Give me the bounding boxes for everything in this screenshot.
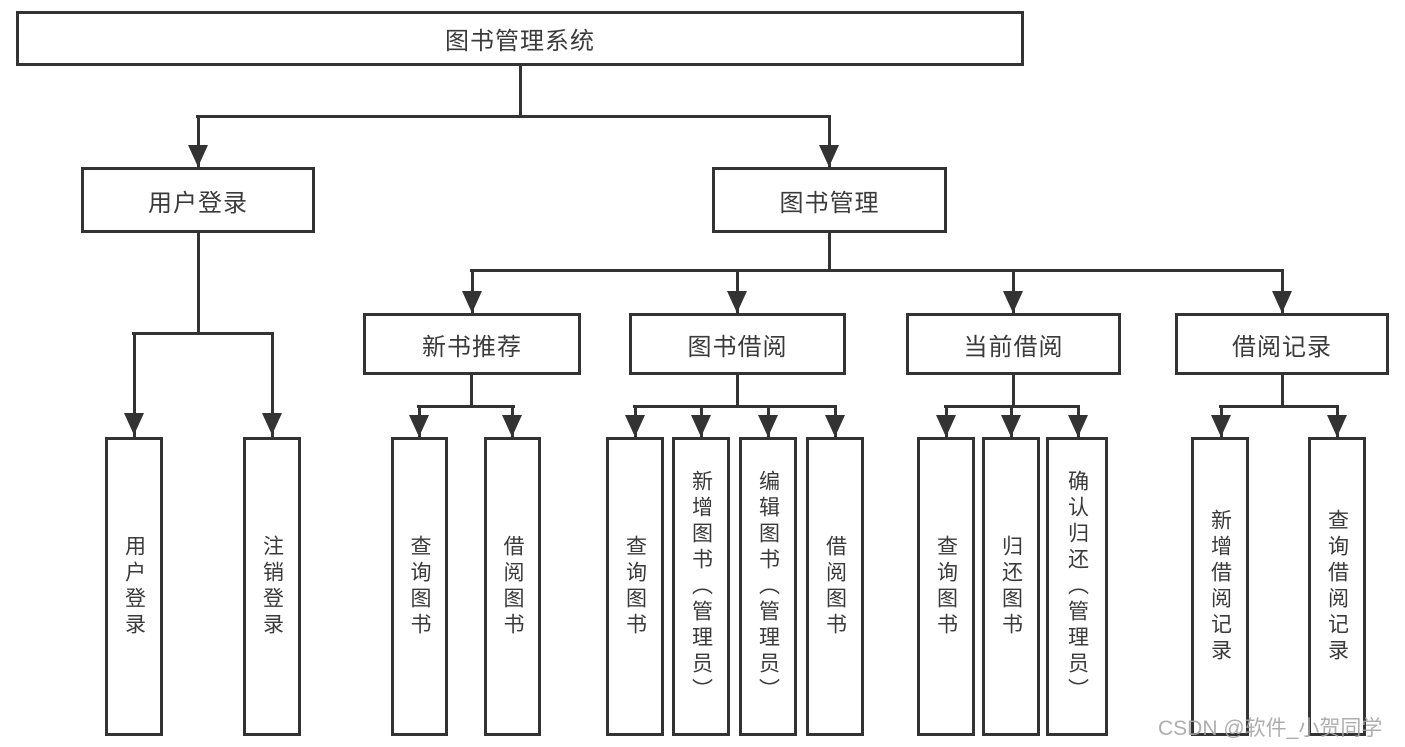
- arrow-down-icon: [1001, 415, 1021, 437]
- arrow-down-icon: [819, 145, 839, 167]
- arrow-down-icon: [1068, 415, 1088, 437]
- leaf-confirm-return-admin: 确认归还（管理员）: [1046, 437, 1108, 736]
- arrow-down-icon: [825, 415, 845, 437]
- connector-currentborrow-stem: [1012, 375, 1015, 408]
- arrow-down-icon: [188, 145, 208, 167]
- arrow-down-icon: [691, 415, 711, 437]
- arrow-down-icon: [625, 415, 645, 437]
- arrow-down-icon: [409, 415, 429, 437]
- connector-bookmgmt-rail: [470, 269, 1284, 272]
- connector-borrowrecords-stem: [1281, 375, 1284, 408]
- node-book-borrow: 图书借阅: [629, 313, 846, 375]
- arrow-down-icon: [1327, 415, 1347, 437]
- connector-root-stem: [519, 66, 522, 117]
- leaf-edit-book-admin: 编辑图书（管理员）: [739, 437, 797, 736]
- node-new-book-recommend: 新书推荐: [363, 313, 581, 375]
- connector-userlogin-stem: [197, 233, 200, 335]
- arrow-down-icon: [727, 291, 747, 313]
- arrow-down-icon: [1211, 415, 1231, 437]
- node-borrow-records: 借阅记录: [1175, 313, 1389, 375]
- leaf-query-books-recommend: 查询图书: [391, 437, 448, 736]
- connector-newbook-stem: [470, 375, 473, 408]
- arrow-down-icon: [124, 413, 144, 435]
- connector-newbook-rail: [417, 405, 515, 408]
- connector-borrowrecords-rail: [1219, 405, 1339, 408]
- leaf-borrow-books-recommend: 借阅图书: [484, 437, 541, 736]
- leaf-query-books-current: 查询图书: [917, 437, 975, 736]
- leaf-query-borrow-record: 查询借阅记录: [1308, 437, 1366, 736]
- connector-userlogin-rail: [132, 332, 274, 335]
- node-root: 图书管理系统: [16, 11, 1024, 66]
- arrow-down-icon: [1272, 291, 1292, 313]
- leaf-logout: 注销登录: [243, 437, 301, 736]
- node-user-login: 用户登录: [81, 167, 315, 233]
- leaf-add-borrow-record: 新增借阅记录: [1191, 437, 1249, 736]
- watermark: CSDN @软件_小贺同学: [1158, 717, 1383, 740]
- leaf-return-book: 归还图书: [982, 437, 1040, 736]
- leaf-user-login: 用户登录: [105, 437, 163, 736]
- connector-line: [197, 115, 200, 167]
- connector-line: [133, 332, 136, 437]
- arrow-down-icon: [758, 415, 778, 437]
- arrow-down-icon: [936, 415, 956, 437]
- arrow-down-icon: [502, 415, 522, 437]
- arrow-down-icon: [262, 413, 282, 435]
- connector-root-rail: [196, 115, 831, 118]
- node-book-management: 图书管理: [712, 167, 947, 233]
- connector-bookmgmt-stem: [828, 233, 831, 272]
- connector-line: [271, 332, 274, 437]
- arrow-down-icon: [462, 291, 482, 313]
- connector-bookborrow-stem: [736, 375, 739, 408]
- node-current-borrow: 当前借阅: [906, 313, 1121, 375]
- leaf-query-books-borrow: 查询图书: [606, 437, 664, 736]
- connector-line: [828, 115, 831, 167]
- arrow-down-icon: [1003, 291, 1023, 313]
- connector-bookborrow-rail: [633, 405, 836, 408]
- leaf-add-book-admin: 新增图书（管理员）: [672, 437, 730, 736]
- leaf-borrow-books: 借阅图书: [806, 437, 864, 736]
